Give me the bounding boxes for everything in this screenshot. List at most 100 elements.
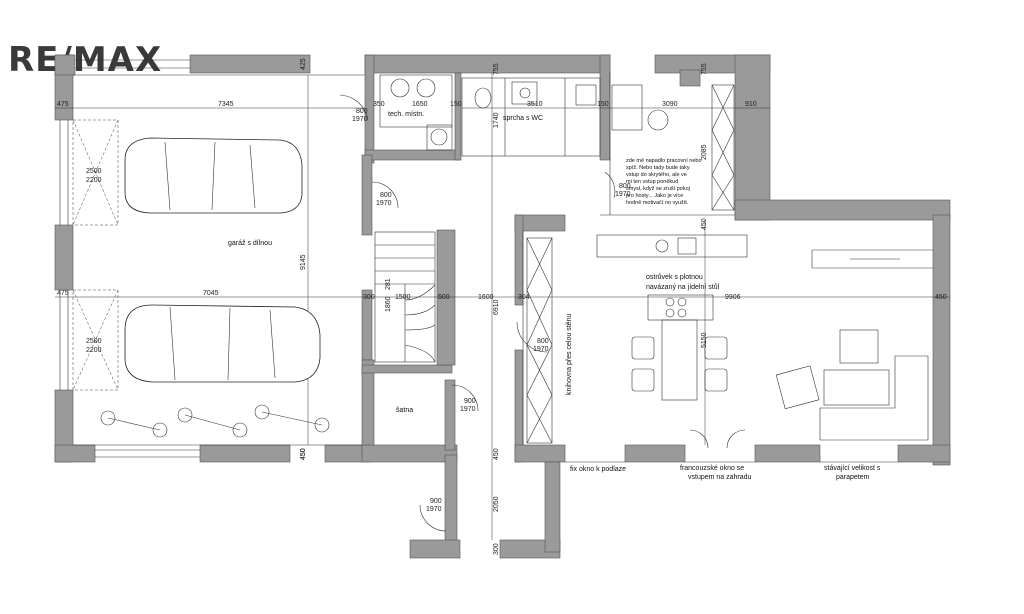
svg-text:475: 475 [57,101,69,108]
svg-text:2500: 2500 [86,338,102,345]
svg-text:450: 450 [300,448,307,460]
label-existing-window-1: stávající velikost s [824,465,881,472]
label-island-1: ostrůvek s plotnou [646,273,703,281]
svg-text:304: 304 [518,294,530,301]
svg-text:2200: 2200 [86,177,102,184]
svg-text:800: 800 [537,338,549,345]
svg-text:500: 500 [438,294,450,301]
entry-wall-right [544,461,561,553]
storage-wall-bottom [361,444,458,463]
svg-text:7345: 7345 [218,101,234,108]
svg-text:150: 150 [450,101,462,108]
svg-text:900: 900 [430,498,442,505]
living-wall-bottom-a [514,444,566,463]
svg-text:1970: 1970 [376,200,392,207]
garage-wall-bottom-a [54,444,96,463]
service-wall-bottom [364,149,461,161]
label-french-window-1: francouzské okno se [680,465,744,472]
storage-wall-left [361,359,375,453]
bikes [100,404,330,438]
svg-text:1650: 1650 [412,101,428,108]
living-wall-left-a [514,214,524,306]
svg-text:1970: 1970 [460,406,476,413]
svg-text:475: 475 [57,290,69,297]
garage-wall-top [189,54,311,74]
svg-text:7045: 7045 [203,290,219,297]
inner-lines [55,59,950,540]
svg-text:pro hosty... Jako je více: pro hosty... Jako je více [626,193,683,199]
svg-text:2050: 2050 [493,496,500,512]
svg-text:1970: 1970 [533,346,549,353]
label-garage: garáž s dílnou [228,240,272,247]
svg-text:910: 910 [745,101,757,108]
svg-text:450: 450 [701,218,708,230]
svg-text:425: 425 [300,58,307,70]
svg-text:800: 800 [356,108,368,115]
svg-text:3510: 3510 [527,101,543,108]
svg-text:350: 350 [373,101,385,108]
svg-text:450: 450 [935,294,947,301]
svg-text:1740: 1740 [493,112,500,128]
svg-text:1500: 1500 [395,294,411,301]
car-top [124,137,303,214]
garage-corner [54,54,76,76]
entry-wall-left [444,454,458,551]
svg-text:mi ten vstup poněkud: mi ten vstup poněkud [626,179,678,185]
label-fix-window: fix okno k podlaze [570,466,626,473]
living-wall-right [932,214,951,466]
svg-text:755: 755 [493,63,500,75]
office-wall-corner [679,69,701,87]
garage-wall-left-mid [54,224,74,291]
svg-text:3090: 3090 [662,101,678,108]
label-tech-room: tech. místn. [388,111,424,118]
svg-text:800: 800 [380,192,392,199]
label-existing-window-2: parapetem [836,474,870,481]
entry-wall-bottom-left [409,539,461,559]
svg-text:smysl, když se zruší pokoj: smysl, když se zruší pokoj [626,186,690,192]
label-island-2: navázaný na jídelní stůl [646,283,720,291]
living-wall-bottom-c [754,444,821,463]
garage-wall-bottom-b [199,444,291,463]
svg-text:150: 150 [597,101,609,108]
svg-text:1600: 1600 [478,294,494,301]
office-note: zde mě napadlo pracovní nebo spíž. Nebo … [626,158,702,206]
service-wall-top [364,54,611,74]
svg-text:2200: 2200 [86,347,102,354]
svg-text:1970: 1970 [615,191,631,198]
svg-text:1860: 1860 [385,296,392,312]
svg-text:300: 300 [493,543,500,555]
svg-text:2500: 2500 [86,168,102,175]
dimension-labels: 475 7345 425 2500 2200 2500 2200 475 704… [57,58,947,555]
tech-shower-partition [454,72,462,161]
door-labels: 800 1970 800 1970 800 1970 900 1970 900 … [352,108,631,513]
stair-wall-right [436,229,456,366]
office-wall-right [734,54,771,221]
svg-text:hodně motivačí no využít.: hodně motivačí no využít. [626,200,689,206]
living-wall-bottom-d [897,444,951,463]
label-shower: sprcha s WC [503,115,543,122]
label-french-window-2: vstupem na zahradu [688,474,752,481]
walls [54,54,951,559]
hall-wall-left-a [361,154,373,236]
svg-text:900: 900 [464,398,476,405]
svg-text:vstup do skrytého, ale ve: vstup do skrytého, ale ve [626,172,687,178]
svg-text:9906: 9906 [725,294,741,301]
storage-wall-right [444,379,456,451]
svg-text:5150: 5150 [701,332,708,348]
svg-text:zde mě napadlo pracovní nebo: zde mě napadlo pracovní nebo [626,158,702,164]
svg-text:300: 300 [363,294,375,301]
label-bookcase: knihovna přes celou stěnu [566,314,573,395]
svg-text:755: 755 [701,63,708,75]
living-wall-top [734,199,951,221]
svg-text:1970: 1970 [352,116,368,123]
svg-text:1970: 1970 [426,506,442,513]
svg-text:281: 281 [385,278,392,290]
living-wall-bottom-b [624,444,686,463]
svg-text:6910: 6910 [493,299,500,315]
svg-text:spíž. Nebo tady bude taky: spíž. Nebo tady bude taky [626,165,690,171]
storage-wall-top [361,364,453,374]
car-bottom [124,304,321,383]
svg-text:450: 450 [493,448,500,460]
svg-text:9145: 9145 [300,254,307,270]
